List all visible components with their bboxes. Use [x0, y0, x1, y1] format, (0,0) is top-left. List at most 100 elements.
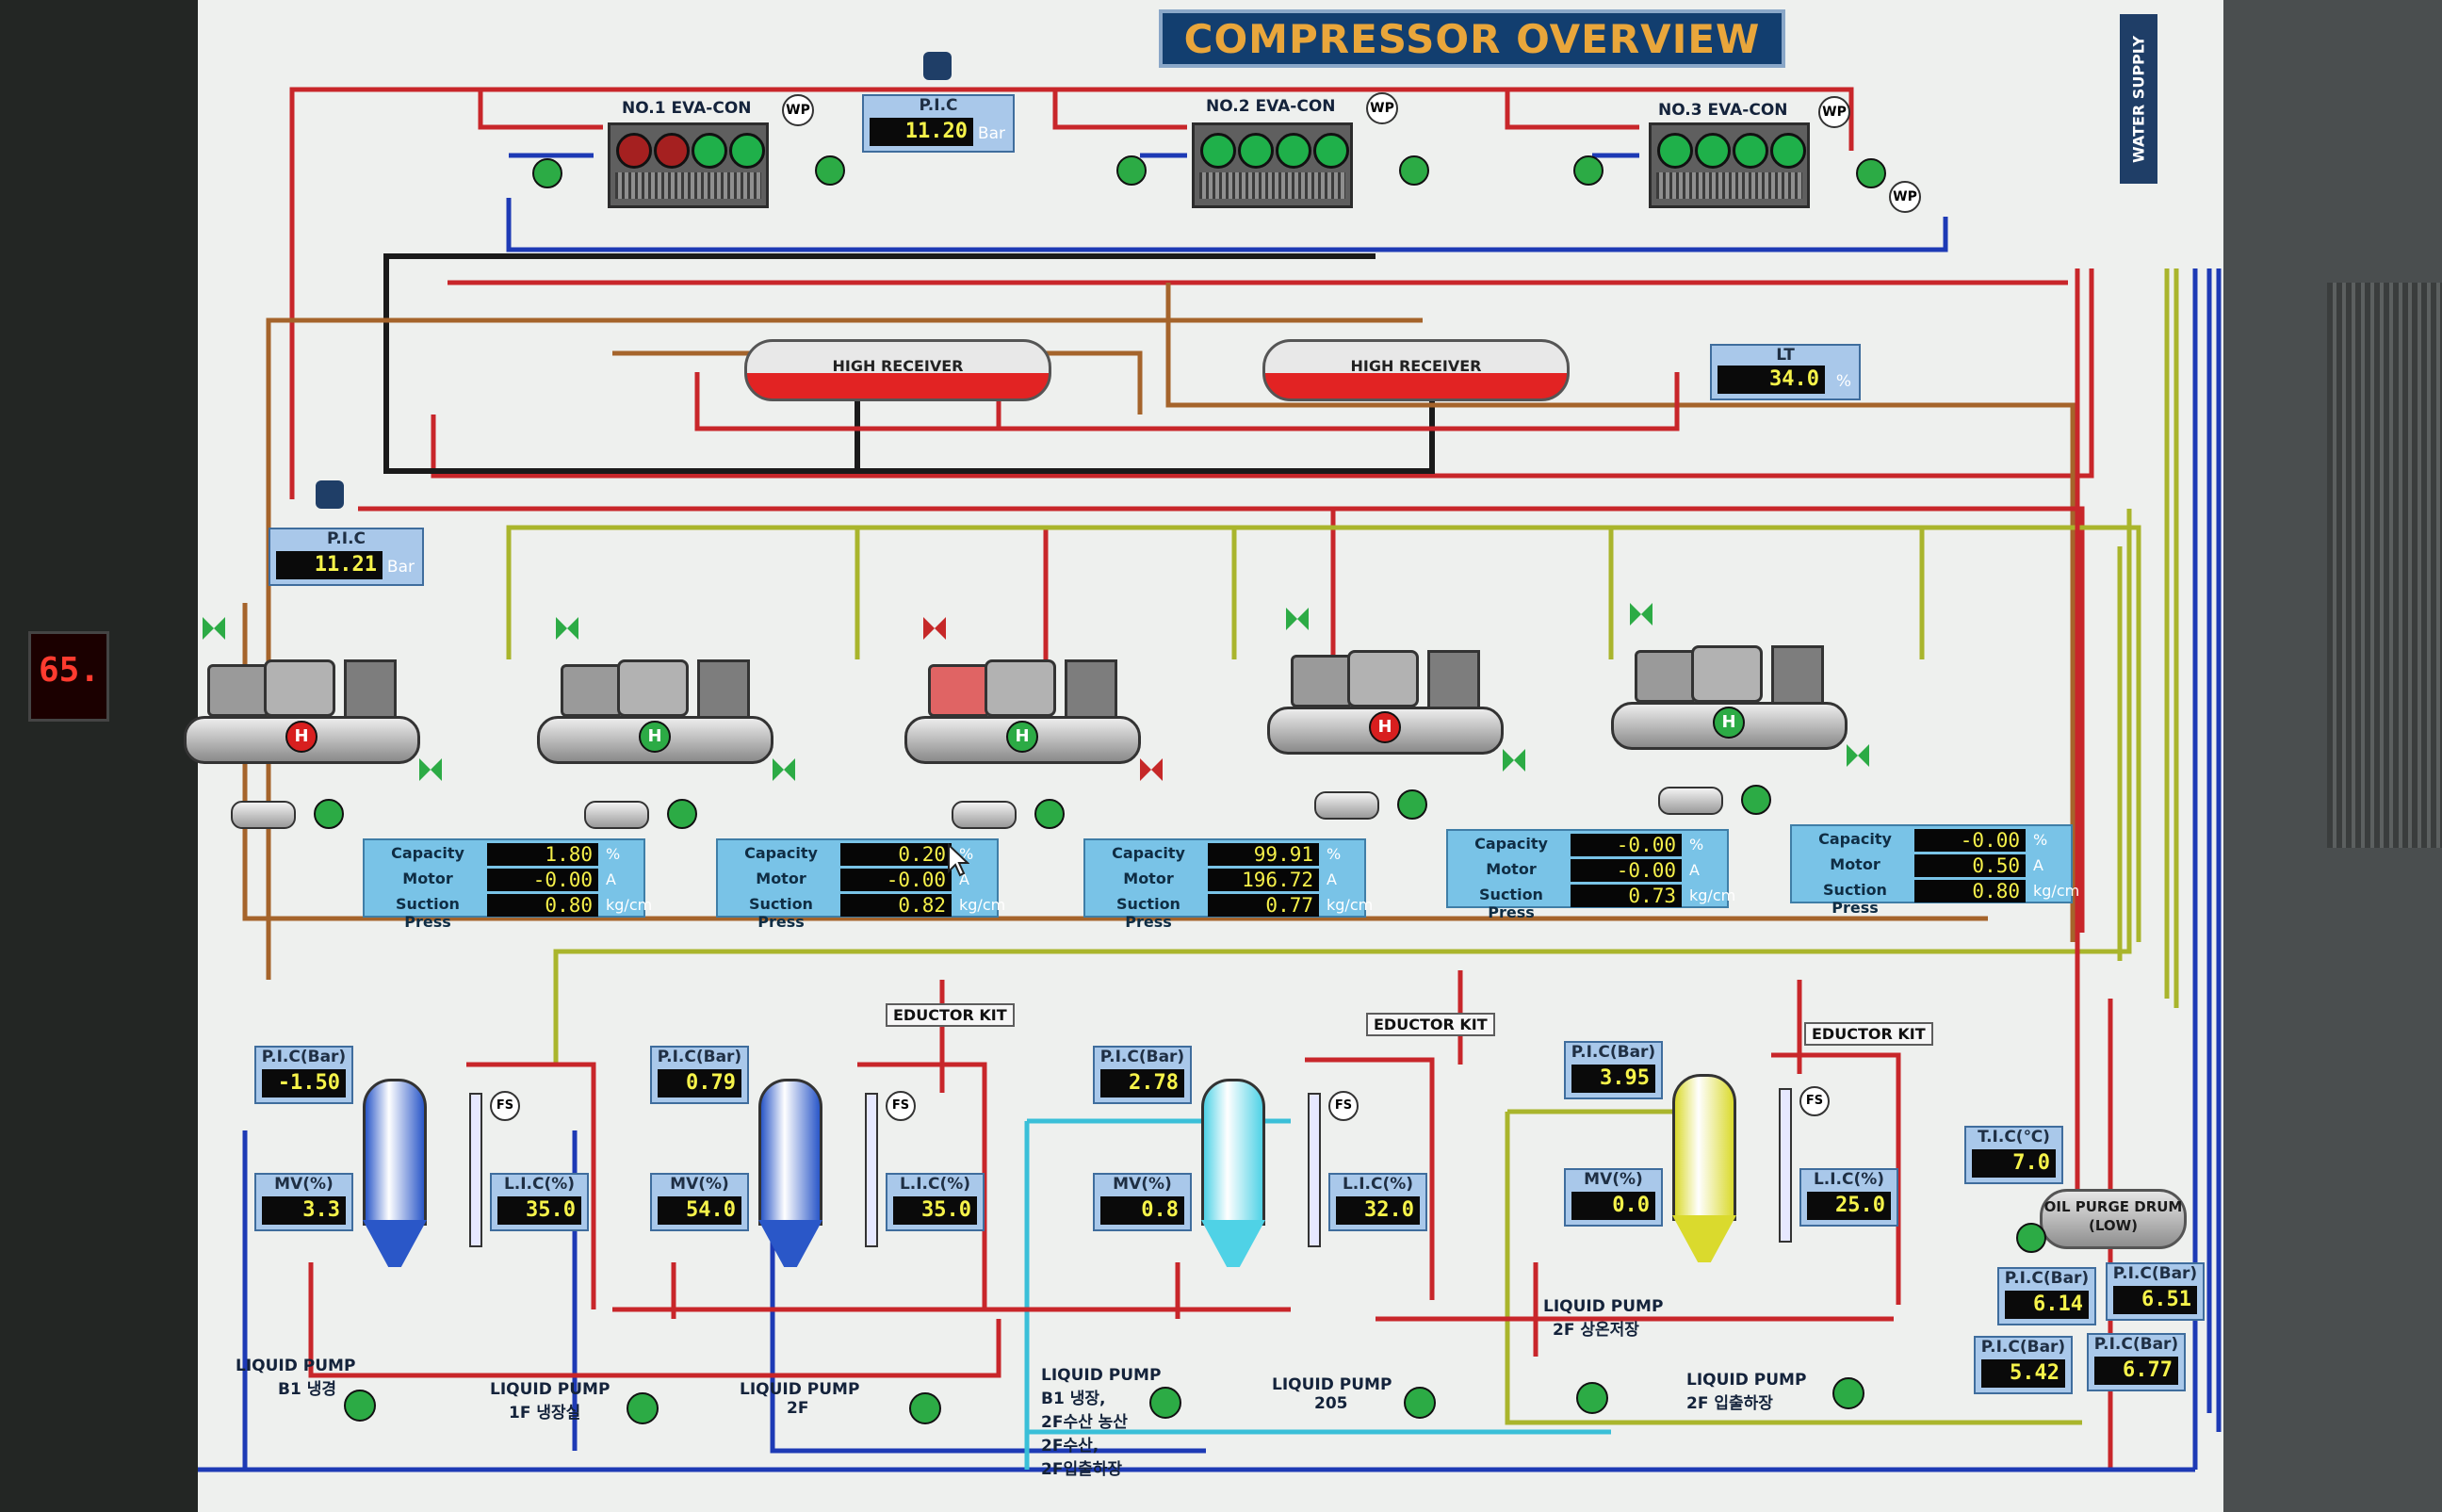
tic-panel: T.I.C(℃) 7.0 — [1964, 1126, 2063, 1184]
compressor-status-icon[interactable]: H — [285, 721, 317, 753]
oil-purge-drum[interactable]: OIL PURGE DRUM (LOW) — [2040, 1189, 2187, 1249]
compressor-status-icon[interactable]: H — [1006, 721, 1038, 753]
stat-value: 0.20 — [840, 843, 952, 866]
pump-icon[interactable] — [1856, 158, 1886, 188]
vent-grille — [2327, 283, 2442, 848]
pic-right-value: 6.77 — [2094, 1357, 2178, 1385]
condenser-1[interactable] — [608, 122, 769, 208]
vessel-mv-value: 0.0 — [1571, 1192, 1655, 1220]
stat-label: Motor — [1123, 870, 1174, 887]
liquid-pump-multi-label: LIQUID PUMP B1 냉장, 2F수산 농산 2F수산, 2F입출하장 — [1041, 1366, 1161, 1479]
vessel-pic-value: 3.95 — [1571, 1065, 1655, 1093]
pump-icon[interactable] — [1397, 789, 1427, 820]
pump-icon[interactable] — [667, 799, 697, 829]
stat-label: Suction Press — [396, 895, 460, 931]
compressor-motor — [1291, 655, 1353, 707]
pump-icon[interactable] — [1832, 1377, 1864, 1409]
pump-icon[interactable] — [1576, 1382, 1608, 1414]
eductor-kit-2: EDUCTOR KIT — [1366, 1013, 1495, 1036]
separator-vessel[interactable] — [758, 1079, 822, 1226]
pump-icon[interactable] — [1741, 785, 1771, 815]
condenser-2[interactable] — [1192, 122, 1353, 208]
compressor-panel — [1065, 659, 1117, 722]
valve-icon[interactable] — [1630, 603, 1652, 626]
pump-icon[interactable] — [1149, 1387, 1181, 1419]
vessel-pic-label: P.I.C(Bar) — [1571, 1043, 1656, 1062]
stat-row-suction: Suction Press 0.77 kg/cm — [1085, 893, 1373, 931]
stat-label: Capacity — [1818, 830, 1892, 848]
stat-unit: kg/cm — [959, 896, 1006, 914]
valve-icon[interactable] — [1140, 758, 1163, 781]
pump-icon[interactable] — [909, 1392, 941, 1424]
separator-vessel[interactable] — [363, 1079, 427, 1226]
vessel-mv-label: MV(%) — [670, 1175, 729, 1194]
compressor-unit-2[interactable]: H — [532, 603, 815, 914]
vessel-mv-label: MV(%) — [1113, 1175, 1172, 1194]
stat-row-motor: Motor -0.00 A — [718, 868, 997, 892]
pump-icon[interactable] — [2016, 1223, 2046, 1253]
stat-unit: kg/cm — [606, 896, 653, 914]
pic-right-label: P.I.C(Bar) — [2093, 1335, 2179, 1354]
compressor-status-icon[interactable]: H — [1369, 711, 1401, 743]
compressor-panel — [1771, 645, 1824, 707]
fan-icon — [1770, 133, 1806, 169]
pump-icon[interactable] — [1573, 155, 1604, 186]
pump-icon[interactable] — [344, 1390, 376, 1422]
compressor-unit-3[interactable]: H — [900, 603, 1182, 914]
stat-value: 0.77 — [1208, 894, 1319, 917]
valve-icon[interactable] — [203, 617, 225, 640]
pump-icon[interactable] — [1399, 155, 1429, 186]
compressor-unit-4[interactable]: H — [1262, 593, 1545, 904]
lt-value: 34.0 — [1718, 366, 1825, 394]
compressor-status-icon[interactable]: H — [1713, 707, 1745, 739]
valve-icon[interactable] — [1286, 608, 1309, 630]
valve-icon[interactable] — [923, 52, 952, 80]
stat-value: 0.80 — [487, 894, 598, 917]
stat-unit: A — [2033, 856, 2043, 874]
fan-icon — [1276, 133, 1311, 169]
fs-icon: FS — [1799, 1086, 1830, 1116]
condenser-3[interactable] — [1649, 122, 1810, 208]
stat-label: Motor — [1486, 860, 1537, 878]
pump-icon[interactable] — [627, 1392, 659, 1424]
pic-right-1: P.I.C(Bar) 6.14 — [1997, 1267, 2096, 1325]
valve-icon[interactable] — [316, 480, 344, 509]
valve-icon[interactable] — [1503, 749, 1525, 772]
high-receiver-1[interactable]: HIGH RECEIVER — [744, 339, 1051, 401]
page-title: COMPRESSOR OVERVIEW — [1159, 9, 1785, 68]
vessel-pic-value: 0.79 — [658, 1069, 741, 1097]
pump-label-line: LIQUID PUMP — [1686, 1371, 1807, 1390]
valve-icon[interactable] — [923, 617, 946, 640]
pump-icon[interactable] — [314, 799, 344, 829]
pump-label-line: 2F수산, — [1041, 1437, 1099, 1455]
compressor-block — [264, 659, 335, 717]
compressor-block — [1347, 650, 1419, 707]
oil-cooler — [231, 801, 296, 829]
compressor-unit-5[interactable]: H — [1606, 589, 1889, 900]
condenser-3-label: NO.3 EVA-CON — [1658, 101, 1788, 120]
stat-value: 196.72 — [1208, 869, 1319, 891]
pump-icon[interactable] — [1404, 1387, 1436, 1419]
vessel-pic-label: P.I.C(Bar) — [1099, 1048, 1185, 1066]
stat-label: Motor — [1830, 855, 1880, 873]
separator-vessel[interactable] — [1672, 1074, 1736, 1221]
pump-icon[interactable] — [1116, 155, 1147, 186]
pump-icon[interactable] — [815, 155, 845, 186]
stat-unit: kg/cm — [1327, 896, 1374, 914]
separator-vessel[interactable] — [1201, 1079, 1265, 1226]
pump-icon[interactable] — [1034, 799, 1065, 829]
pump-icon[interactable] — [532, 158, 562, 188]
oil-purge-label-1: OIL PURGE DRUM — [2043, 1198, 2183, 1215]
compressor-unit-1[interactable]: H — [179, 603, 462, 914]
valve-icon[interactable] — [773, 758, 795, 781]
stat-label: Suction Press — [1116, 895, 1180, 931]
valve-icon[interactable] — [1847, 744, 1869, 767]
high-receiver-2[interactable]: HIGH RECEIVER — [1262, 339, 1570, 401]
valve-icon[interactable] — [556, 617, 578, 640]
pump-label-line: LIQUID PUMP — [236, 1357, 356, 1375]
vessel-lic-value: 35.0 — [893, 1196, 977, 1225]
valve-icon[interactable] — [419, 758, 442, 781]
compressor-status-icon[interactable]: H — [639, 721, 671, 753]
